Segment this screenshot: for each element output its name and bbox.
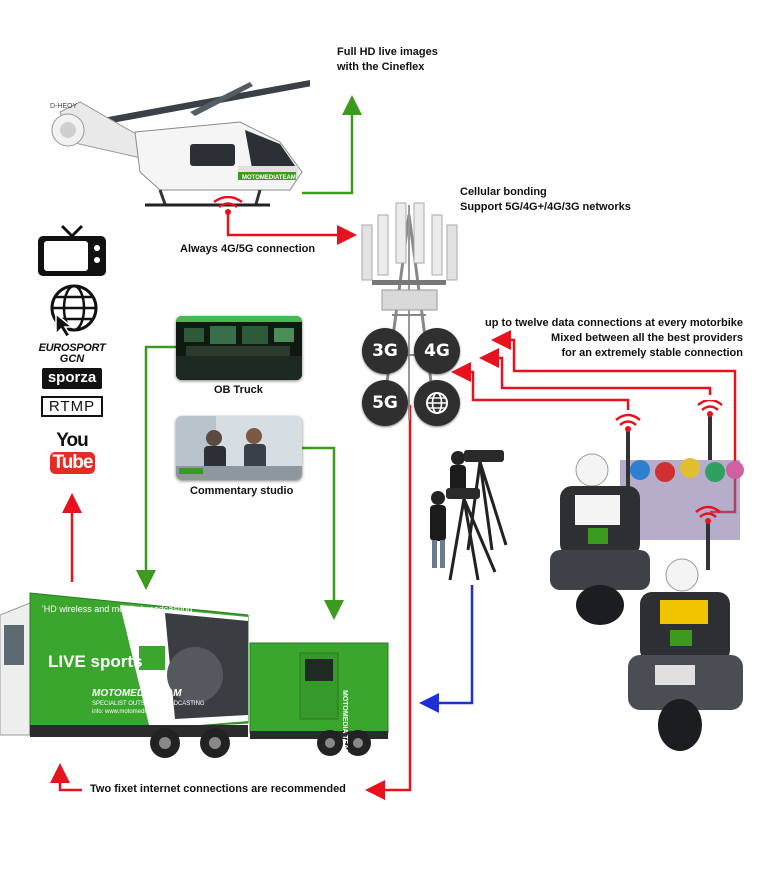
gcn-label: GCN <box>59 353 85 365</box>
arrow-obtruck-truck <box>136 345 176 590</box>
label-twelve-line2: Mixed between all the best providers <box>551 332 743 344</box>
ob-truck-trailer-image <box>0 592 389 758</box>
globe-icon <box>426 392 448 414</box>
arrow-bike-4g-a <box>479 348 712 395</box>
wifi-signal-icon <box>213 196 243 215</box>
arrow-camera-truck <box>419 585 474 713</box>
trailer-brand: MOTOMEDIA TEAM <box>341 690 348 755</box>
arrow-commentary-trailer <box>302 446 344 620</box>
web-globe-icon <box>36 282 108 343</box>
commentary-studio-photo <box>176 416 302 480</box>
label-ob-truck: OB Truck <box>214 384 263 396</box>
helicopter-brand: MOTOMEDIATEAM <box>242 175 296 181</box>
network-badge-5g: 5G <box>362 380 408 426</box>
label-always-connection: Always 4G/5G connection <box>180 243 316 255</box>
youtube-logo: YouTube <box>36 430 108 474</box>
tv-icon <box>36 224 108 284</box>
label-fullhd-line1: Full HD live images <box>337 46 438 58</box>
label-fixed-connections: Two fixet internet connections are recom… <box>90 783 346 795</box>
arrow-fixed-truck <box>50 763 82 792</box>
arrow-bike-3g <box>451 362 630 410</box>
cell-tower-image <box>361 202 458 421</box>
arrow-tower-fixed <box>365 405 412 800</box>
sporza-logo: sporza <box>36 368 108 389</box>
arrow-helicopter-tower <box>226 213 357 245</box>
rtmp-label: RTMP <box>40 396 104 417</box>
label-cellular-line1: Cellular bonding <box>460 186 547 198</box>
helicopter-registration: D-HEOY <box>50 103 78 110</box>
arrow-helicopter-cineflex <box>302 95 362 195</box>
truck-live-sports: LIVE sports <box>48 652 143 671</box>
ob-truck-photo <box>176 316 302 380</box>
network-badge-3g: 3G <box>362 328 408 374</box>
motorbikes-image <box>550 400 744 751</box>
label-cellular-line2: Support 5G/4G+/4G/3G networks <box>460 201 631 213</box>
helicopter-image: MOTOMEDIATEAM D-HEOY <box>50 80 310 207</box>
youtube-tube: Tube <box>49 452 96 474</box>
cameramen-image <box>430 450 508 581</box>
eurosport-gcn-logo: EUROSPORT GCN <box>36 342 108 365</box>
network-badge-internet <box>414 380 460 426</box>
sporza-label: sporza <box>41 368 103 389</box>
label-twelve-line3: for an extremely stable connection <box>561 347 743 359</box>
rtmp-logo: RTMP <box>36 396 108 417</box>
label-twelve-line1: up to twelve data connections at every m… <box>485 317 743 329</box>
truck-tagline: 'HD wireless and mobile broadcasting <box>42 604 193 614</box>
youtube-you: You <box>56 430 89 451</box>
label-fullhd-line2: with the Cineflex <box>337 61 425 73</box>
truck-info: info: www.motomediateam.be <box>92 709 171 715</box>
truck-brand: MOTOMEDIATEAM <box>92 688 182 699</box>
truck-subtitle: SPECIALIST OUTSIDE BROADCASTING <box>92 701 205 707</box>
eurosport-label: EUROSPORT <box>38 342 106 354</box>
label-commentary-studio: Commentary studio <box>190 485 294 497</box>
network-badge-4g: 4G <box>414 328 460 374</box>
